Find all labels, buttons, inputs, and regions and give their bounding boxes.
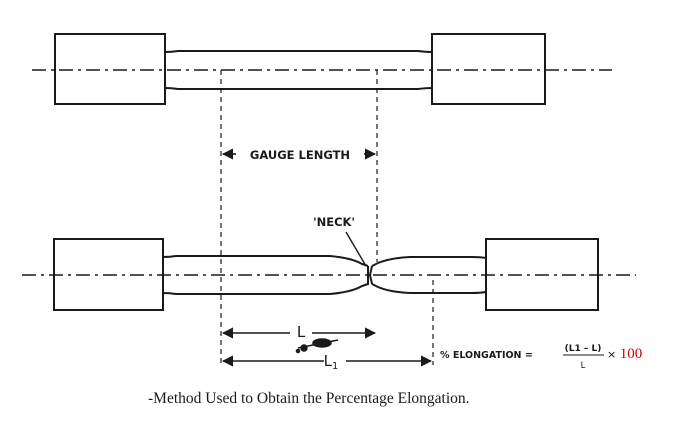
neck-label: 'NECK' (313, 215, 355, 229)
left-grip-top (54, 33, 166, 105)
original-specimen (54, 33, 546, 105)
right-grip-top (431, 33, 546, 105)
formula-numerator: (L1 – L) (565, 344, 602, 354)
formula-multiplier: × 100 (607, 346, 642, 362)
gauge-section-top (164, 50, 433, 90)
left-half-bottom (162, 255, 369, 295)
right-half-bottom (368, 256, 487, 294)
elongation-formula: % ELONGATION = (L1 – L) L × 100 (440, 344, 642, 371)
formula-prefix: % ELONGATION = (440, 350, 533, 361)
formula-denominator: L (581, 361, 586, 371)
gauge-length-label: GAUGE LENGTH (250, 148, 350, 162)
formula-hundred: 100 (620, 346, 643, 362)
fragment-mark (295, 338, 339, 354)
l1-label: L1 (324, 352, 339, 372)
neck-leader (345, 231, 367, 267)
l-label: L (297, 323, 306, 341)
figure-caption: -Method Used to Obtain the Percentage El… (148, 390, 470, 407)
gauge-mark-lines (220, 70, 434, 365)
